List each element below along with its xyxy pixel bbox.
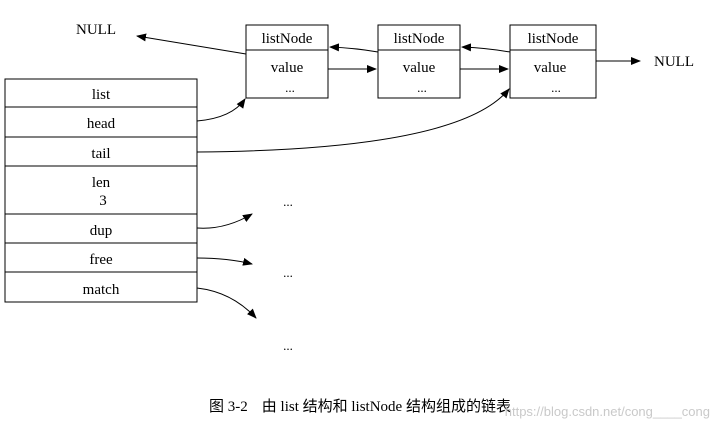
list-node-1: listNode value ... <box>245 24 329 99</box>
match-target-ellipsis: ... <box>283 338 293 353</box>
list-field-dup: dup <box>90 223 113 239</box>
list-node-2-value: value <box>403 60 436 76</box>
list-node-2-more: ... <box>417 80 427 95</box>
figure-number: 图 3-2 <box>209 399 248 415</box>
list-node-3-value: value <box>534 60 567 76</box>
list-field-len-value: 3 <box>99 193 107 209</box>
list-struct-title: list <box>92 87 111 103</box>
null-left-label: NULL <box>76 22 116 38</box>
list-node-2-title: listNode <box>394 31 445 47</box>
list-field-tail: tail <box>91 146 110 162</box>
list-node-1-title: listNode <box>262 31 313 47</box>
free-target-ellipsis: ... <box>283 265 293 280</box>
list-node-1-value: value <box>271 60 304 76</box>
list-struct: list head tail len 3 dup free match <box>4 78 198 303</box>
arrow-free <box>196 257 253 266</box>
list-node-3-title: listNode <box>528 31 579 47</box>
figure-caption-text: 由 list 结构和 listNode 结构组成的链表 <box>261 399 511 415</box>
watermark: https://blog.csdn.net/cong____cong <box>504 404 710 419</box>
list-field-head: head <box>87 116 116 132</box>
arrow-tail-to-node3 <box>196 88 510 153</box>
arrows <box>136 33 641 319</box>
arrow-match <box>196 287 257 319</box>
list-node-3: listNode value ... <box>509 24 597 99</box>
dup-target-ellipsis: ... <box>283 194 293 209</box>
list-field-match: match <box>83 282 120 298</box>
arrow-node1-prev-null <box>136 33 247 55</box>
list-node-1-more: ... <box>285 80 295 95</box>
list-field-free: free <box>89 252 113 268</box>
list-field-len: len <box>92 175 111 191</box>
list-node-3-more: ... <box>551 80 561 95</box>
list-node-2: listNode value ... <box>377 24 461 99</box>
arrow-node3-prev <box>461 43 511 53</box>
null-right-label: NULL <box>654 54 694 70</box>
figure-caption: 图 3-2 由 list 结构和 listNode 结构组成的链表 <box>0 395 720 416</box>
arrow-head-to-node1 <box>196 98 246 122</box>
arrow-dup <box>196 213 253 229</box>
arrow-node2-prev <box>329 43 379 53</box>
